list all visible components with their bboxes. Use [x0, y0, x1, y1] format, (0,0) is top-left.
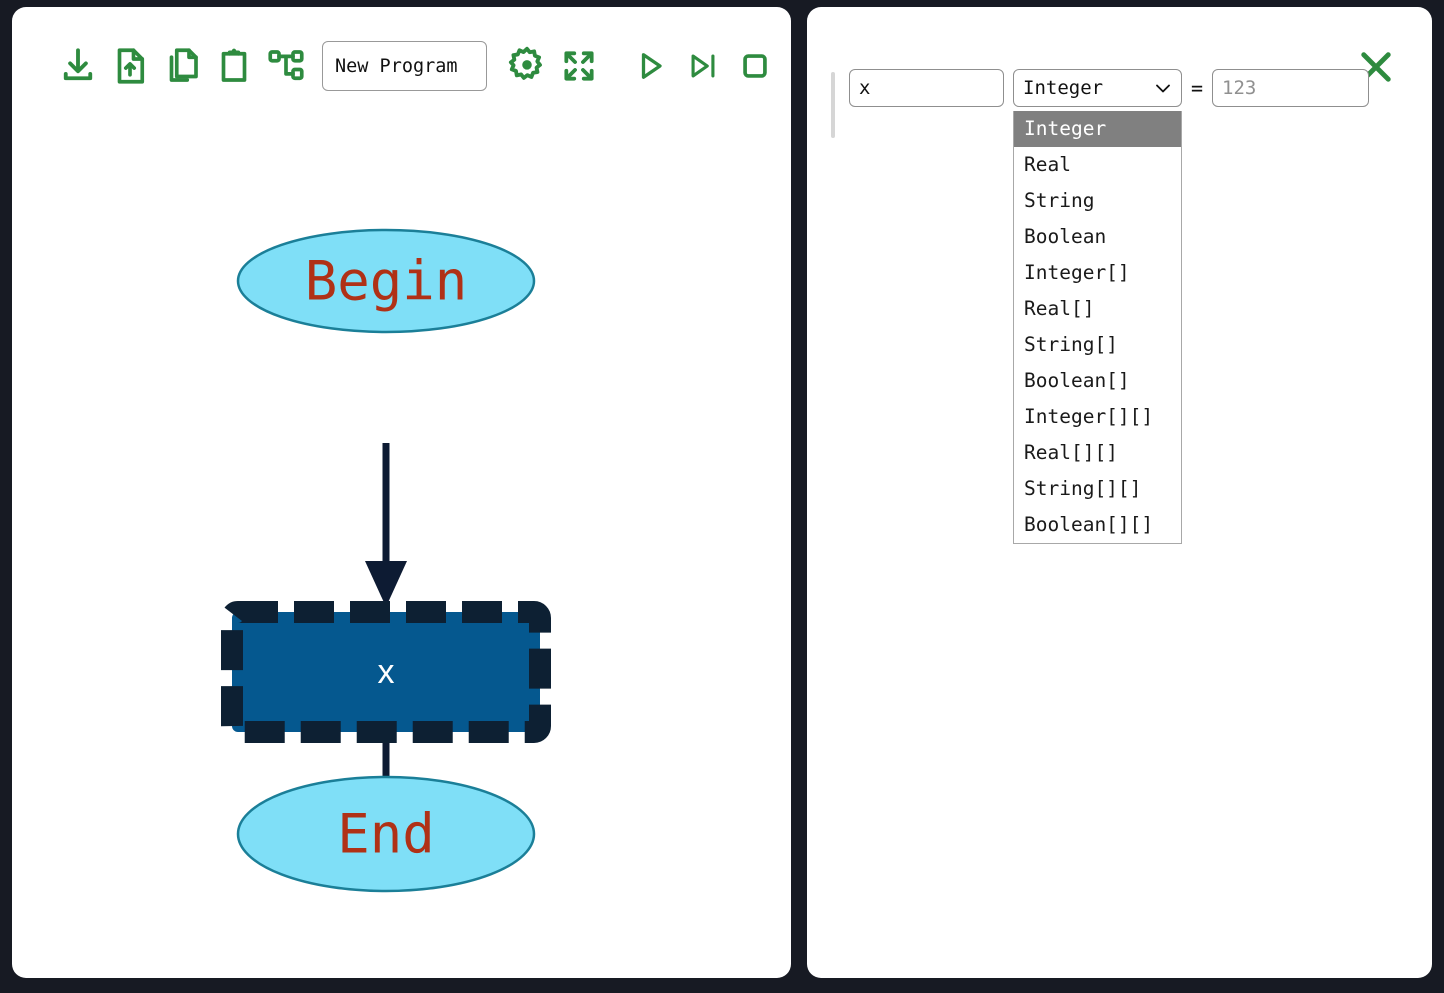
- type-option[interactable]: String: [1024, 189, 1095, 212]
- variable-type-select[interactable]: Integer: [1013, 69, 1182, 107]
- type-option[interactable]: Boolean[][]: [1024, 513, 1154, 536]
- copy-icon[interactable]: [156, 38, 208, 94]
- type-option[interactable]: Real: [1024, 153, 1071, 176]
- file-upload-icon[interactable]: [104, 38, 156, 94]
- node-declare: x: [221, 601, 551, 743]
- equals-sign: =: [1191, 76, 1204, 100]
- type-option[interactable]: Boolean[]: [1024, 369, 1130, 392]
- type-option[interactable]: Integer[][]: [1024, 405, 1154, 428]
- inspector-panel: Integer IntegerRealStringBooleanInteger[…: [807, 7, 1432, 978]
- download-icon[interactable]: [52, 38, 104, 94]
- edge-begin-declare: [365, 443, 407, 607]
- paste-icon[interactable]: [208, 38, 260, 94]
- expand-icon[interactable]: [553, 38, 605, 94]
- type-option[interactable]: Integer[]: [1024, 261, 1130, 284]
- toolbar: [12, 7, 791, 125]
- type-option[interactable]: Integer: [1014, 111, 1181, 147]
- node-begin-label: Begin: [305, 250, 468, 313]
- type-option[interactable]: String[][]: [1024, 477, 1142, 500]
- node-declare-label: x: [378, 653, 395, 691]
- program-name-input[interactable]: [322, 41, 487, 91]
- node-end-label: End: [337, 803, 435, 866]
- type-option[interactable]: Real[]: [1024, 297, 1095, 320]
- variable-type-value: Integer: [1023, 77, 1104, 99]
- group-indicator-bar: [831, 72, 835, 138]
- editor-panel: Begin x End: [12, 7, 791, 978]
- flowchart-canvas[interactable]: Begin x End: [12, 125, 791, 978]
- type-option[interactable]: Real[][]: [1024, 441, 1118, 464]
- variable-value-input[interactable]: [1212, 69, 1370, 107]
- gear-icon[interactable]: [501, 38, 553, 94]
- variable-editor: Integer IntegerRealStringBooleanInteger[…: [831, 69, 1411, 544]
- stop-icon[interactable]: [729, 38, 781, 94]
- node-begin: Begin: [236, 228, 536, 334]
- type-option[interactable]: String[]: [1024, 333, 1118, 356]
- variable-name-input[interactable]: [849, 69, 1004, 107]
- step-icon[interactable]: [677, 38, 729, 94]
- sitemap-icon[interactable]: [260, 38, 312, 94]
- node-end: End: [236, 775, 536, 893]
- play-icon[interactable]: [625, 38, 677, 94]
- chevron-down-icon: [1156, 84, 1170, 92]
- type-option[interactable]: Boolean: [1024, 225, 1107, 248]
- variable-row: Integer IntegerRealStringBooleanInteger[…: [849, 69, 1370, 544]
